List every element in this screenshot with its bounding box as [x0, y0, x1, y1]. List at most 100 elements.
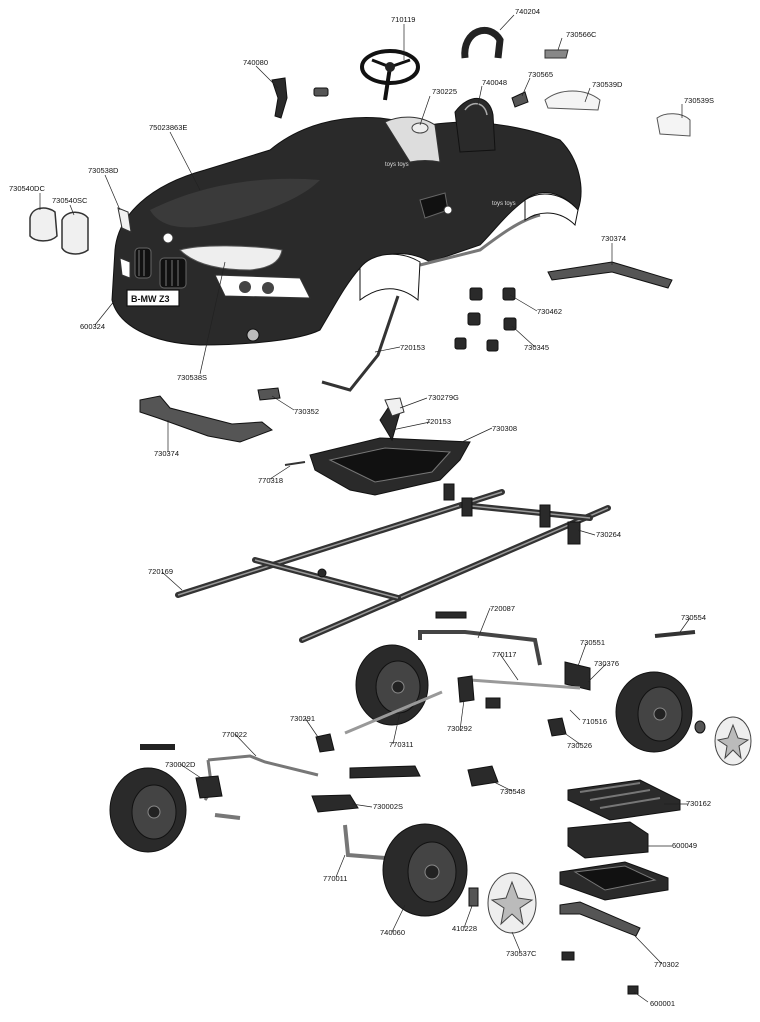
body-decal-front: toys toys [385, 162, 409, 168]
label-730539D: 730539D [592, 80, 623, 89]
battery-600049 [567, 821, 649, 859]
axle-770311 [344, 690, 443, 735]
label-720153-upper: 720153 [400, 343, 425, 352]
label-730345: 730345 [524, 343, 549, 352]
label-770318: 770318 [258, 476, 283, 485]
label-730565: 730565 [528, 70, 553, 79]
label-740060: 740060 [380, 928, 405, 937]
bmw-badge [162, 232, 174, 244]
label-730539S: 730539S [684, 96, 714, 105]
label-730548: 730548 [500, 787, 525, 796]
label-600324: 600324 [80, 322, 105, 331]
label-600049: 600049 [672, 841, 697, 850]
lamp-730540SC [61, 211, 89, 255]
license-plate [126, 289, 180, 307]
label-710119: 710119 [391, 15, 415, 24]
label-740080: 740080 [243, 58, 268, 67]
label-730374-left: 730374 [154, 449, 179, 458]
leader-lines [39, 14, 691, 1003]
strap-770302 [559, 901, 641, 937]
front-wheel-right [382, 823, 468, 917]
label-770011: 770011 [323, 874, 347, 883]
label-730376: 730376 [594, 659, 619, 668]
label-730162: 730162 [686, 799, 711, 808]
knuckle-730002S [311, 794, 359, 813]
license-plate-text: B-MW Z3 [131, 294, 170, 304]
rear-wheel-right [615, 671, 693, 753]
label-730540SC: 730540SC [52, 196, 88, 205]
nut-410228 [468, 887, 479, 907]
lens-730538D [117, 207, 132, 233]
grille-right [159, 257, 187, 289]
part-labels: 710119 740204 730566C 740080 730565 7400… [9, 7, 714, 1008]
motor-730551 [564, 661, 591, 691]
cap-set [454, 287, 517, 352]
car-body: B-MW Z3 toys toys toys toys [111, 97, 582, 346]
steering-wheel [360, 49, 420, 101]
part-730526 [547, 717, 567, 737]
axle-720087 [418, 630, 542, 666]
label-730308: 730308 [492, 424, 517, 433]
label-730551: 730551 [580, 638, 605, 647]
label-730352: 730352 [294, 407, 319, 416]
label-730554: 730554 [681, 613, 706, 622]
label-730538D: 730538D [88, 166, 119, 175]
lamp-730540DC [29, 207, 58, 242]
part-730292 [457, 675, 475, 703]
front-wheel-left [109, 767, 187, 853]
spindle-770011 [343, 824, 386, 860]
seat [454, 97, 496, 153]
bar-black-770 [349, 765, 421, 779]
label-730291: 730291 [290, 714, 315, 723]
roll-bar [461, 26, 504, 59]
clip-bottom [561, 951, 575, 961]
part-710516 [485, 697, 501, 709]
windscreen-left [656, 113, 691, 137]
label-730264: 730264 [596, 530, 621, 539]
label-730566C: 730566C [566, 30, 597, 39]
bolt-770318 [284, 461, 306, 466]
chassis-frame [175, 483, 611, 643]
hubcap [714, 716, 752, 766]
label-770311: 770311 [389, 740, 413, 749]
body-rail-left [139, 395, 273, 443]
label-75023863E: 75023863E [149, 123, 187, 132]
part-730565 [511, 91, 529, 108]
part-730548 [467, 765, 499, 787]
label-730462: 730462 [537, 307, 562, 316]
pedal-730554 [654, 630, 696, 638]
label-730002S: 730002S [373, 802, 403, 811]
label-730537C: 730537C [506, 949, 537, 958]
battery-tray [309, 397, 471, 496]
knuckle-730002D [195, 775, 223, 799]
label-740204: 740204 [515, 7, 540, 16]
label-410228: 410228 [452, 924, 477, 933]
headlight-left [119, 257, 131, 279]
tie-rod-770022 [207, 754, 319, 777]
body-rail-right [547, 261, 673, 289]
label-720169: 720169 [148, 567, 173, 576]
label-770022: 770022 [222, 730, 247, 739]
label-730279G: 730279G [428, 393, 459, 402]
label-770117: 770117 [492, 650, 516, 659]
clip-600001 [627, 985, 639, 995]
label-710516: 710516 [582, 717, 607, 726]
part-720087-bar [435, 611, 467, 619]
body-decal-side: toys toys [492, 201, 516, 207]
label-730540DC: 730540DC [9, 184, 45, 193]
label-600001: 600001 [650, 999, 675, 1008]
label-740048: 740048 [482, 78, 507, 87]
side-mirror [271, 77, 288, 119]
windscreen-right [544, 90, 601, 111]
label-720153-lower: 720153 [426, 417, 451, 426]
small-cap [313, 87, 329, 97]
label-730374-right: 730374 [601, 234, 626, 243]
label-730538S: 730538S [177, 373, 207, 382]
label-730225: 730225 [432, 87, 457, 96]
grille-left [134, 247, 152, 279]
axle-770117 [469, 678, 581, 690]
part-730291 [315, 733, 335, 753]
part-730566C [544, 49, 569, 59]
rod-720153 [321, 295, 400, 392]
